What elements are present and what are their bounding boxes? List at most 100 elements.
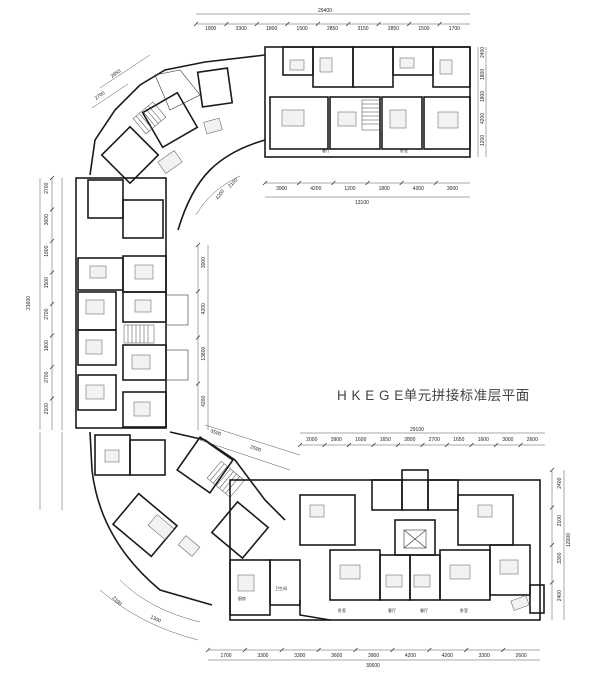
dimension-tick xyxy=(49,333,55,338)
dimension-tick xyxy=(224,21,229,27)
left-vertical-label: 1800 xyxy=(44,340,50,351)
room-label: 卧室 xyxy=(338,607,346,613)
dimension-tick xyxy=(371,442,376,448)
dimension-tick xyxy=(444,442,450,448)
dimension-tick xyxy=(262,180,268,186)
dimension-tick xyxy=(195,288,201,294)
dimension-tick xyxy=(549,580,555,585)
room-label: 客厅 xyxy=(322,147,330,153)
dimension-tick xyxy=(315,21,321,27)
diagonal-dimension-label: 4200 xyxy=(215,188,226,201)
dimension-tick xyxy=(49,175,55,181)
bottom-segment-label: 3300 xyxy=(294,653,305,659)
top-segment-label: 1700 xyxy=(449,26,460,32)
dimension-tick xyxy=(193,21,199,27)
lower-top-segment-label: 1600 xyxy=(355,437,366,443)
dimension-tick xyxy=(549,542,555,548)
dimension-tick xyxy=(242,647,248,653)
room-label: 卧室 xyxy=(460,607,468,613)
dimension-tick xyxy=(437,21,442,27)
diagonal-dimension-label: 3500 xyxy=(209,428,222,438)
top-right-vertical-label: 1200 xyxy=(480,135,486,146)
top-right-vertical-label: 1800 xyxy=(480,69,486,80)
left-vertical-label: 1800 xyxy=(44,245,50,256)
lower-right-total: 12000 xyxy=(566,533,572,547)
dimension-tick xyxy=(399,180,404,186)
dimension-tick xyxy=(285,21,290,27)
upper-corner-block xyxy=(89,54,266,231)
left-vertical-label: 2100 xyxy=(44,403,50,414)
dimension-tick xyxy=(376,21,381,27)
mid-bottom-total: 13100 xyxy=(355,200,369,206)
dimension-tick xyxy=(346,442,352,448)
left-vertical-label: 2700 xyxy=(44,308,50,319)
inner-vertical-label: 4200 xyxy=(201,396,207,407)
lower-top-total: 29100 xyxy=(410,427,424,433)
dimension-tick xyxy=(205,647,211,653)
left-vertical-label: 1500 xyxy=(44,277,50,288)
lower-top-segment-label: 2700 xyxy=(429,437,440,443)
room-label: 客厅 xyxy=(388,607,396,613)
dimension-tick xyxy=(463,647,469,653)
dimension-tick xyxy=(395,442,401,448)
dimension-tick xyxy=(49,207,55,212)
dimension-tick xyxy=(296,180,302,186)
dimension-tick xyxy=(279,647,285,653)
dimension-tick xyxy=(433,180,439,186)
room-label: 餐厅 xyxy=(420,607,428,613)
dimension-tick xyxy=(49,270,55,275)
diagonal-dimension-label: 2100 xyxy=(227,177,239,189)
room-label: 厨房 xyxy=(238,595,246,601)
lower-right-vertical-label: 3300 xyxy=(557,552,563,563)
bottom-segment-label: 3900 xyxy=(368,653,379,659)
lower-right-vertical-label: 2100 xyxy=(557,515,563,526)
diagonal-dimension-label: 1300 xyxy=(149,614,162,624)
dimension-tick xyxy=(345,21,351,27)
bottom-total-label: 30600 xyxy=(366,663,380,669)
inner-vertical-label: 13800 xyxy=(201,347,207,361)
mid-bottom-segment-label: 1200 xyxy=(344,186,355,192)
left-total-label: 21600 xyxy=(26,296,32,310)
dimension-tick xyxy=(331,180,336,186)
top-right-vertical-label: 1800 xyxy=(480,91,486,102)
top-segment-label: 1800 xyxy=(266,26,277,32)
dimension-tick xyxy=(49,364,55,370)
dimension-tick xyxy=(549,467,555,473)
bottom-segment-label: 2600 xyxy=(516,653,527,659)
dimension-tick xyxy=(195,381,201,387)
diagonal-dimension-label: 2500 xyxy=(249,444,262,454)
lower-right-vertical-label: 2400 xyxy=(557,590,563,601)
top-segment-label: 3150 xyxy=(357,26,368,32)
dimension-tick xyxy=(195,335,201,340)
mid-bottom-segment-label: 4200 xyxy=(413,186,424,192)
inner-vertical-label: 3000 xyxy=(201,257,207,268)
lower-right-vertical-label: 2400 xyxy=(557,477,563,488)
dimension-tick xyxy=(353,647,358,653)
dimension-tick xyxy=(390,647,395,653)
lower-top-segment-label: 3000 xyxy=(502,437,513,443)
mid-bottom-segment-label: 4200 xyxy=(310,186,321,192)
room-label: 卫生间 xyxy=(275,585,287,591)
room-label: 卧室 xyxy=(400,147,408,153)
left-vertical-label: 2700 xyxy=(44,182,50,193)
dimension-tick xyxy=(493,442,499,448)
lower-top-segment-label: 1650 xyxy=(453,437,464,443)
lower-top-segment-label: 2800 xyxy=(404,437,415,443)
top-segment-label: 1500 xyxy=(297,26,308,32)
mid-bottom-segment-label: 3900 xyxy=(276,186,287,192)
diagonal-dimension-label: 2100 xyxy=(111,595,123,607)
top-segment-label: 1800 xyxy=(205,26,216,32)
top-right-vertical-label: 2400 xyxy=(480,47,486,58)
lower-corner-block xyxy=(39,424,301,641)
dimension-tick xyxy=(316,647,321,653)
mid-bottom-segment-label: 3000 xyxy=(447,186,458,192)
lower-top-segment-label: 2600 xyxy=(527,437,538,443)
top-segment-label: 1500 xyxy=(418,26,429,32)
